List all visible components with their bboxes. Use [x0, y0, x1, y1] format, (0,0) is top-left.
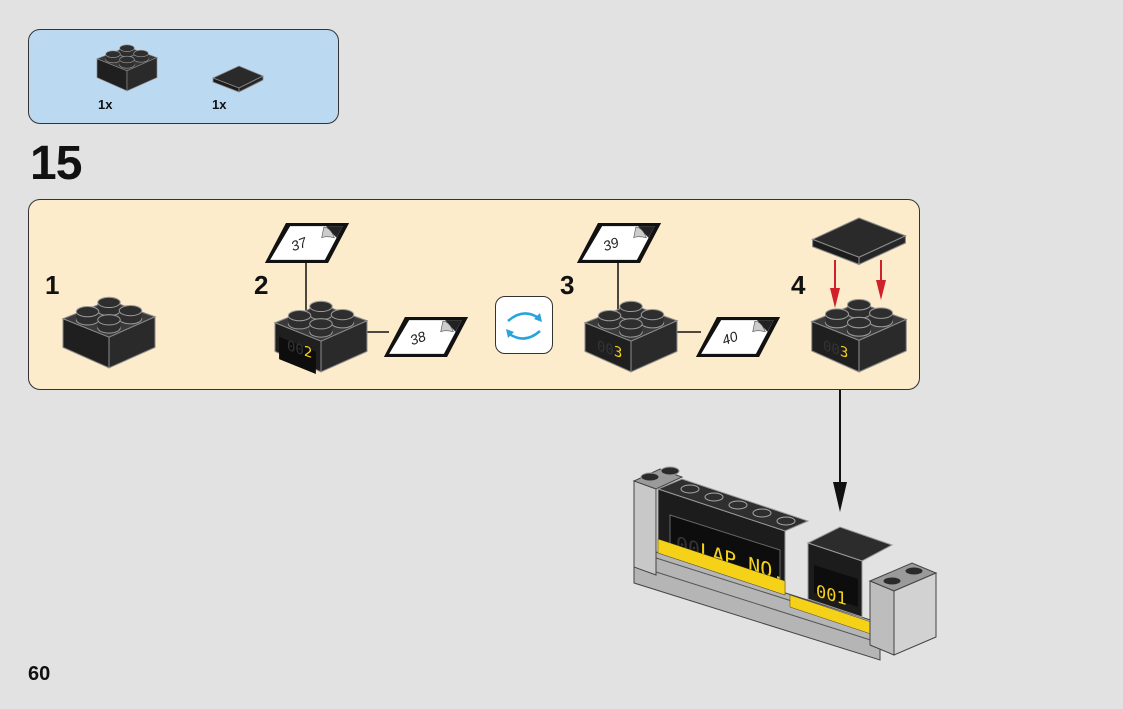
- substep-label-1: 1: [45, 270, 60, 300]
- tile-2x2-falling: [811, 217, 907, 266]
- placement-arrows-red: [830, 260, 886, 308]
- page-number: 60: [28, 663, 51, 685]
- part-qty: 1x: [212, 97, 227, 112]
- step-number: 15: [30, 137, 82, 190]
- substep-label-3: 3: [560, 270, 575, 300]
- parts-list-box: 1x 1x: [28, 29, 339, 124]
- lap-counter-assembly: 00LAP NO. 001: [632, 466, 938, 661]
- substep-label-4: 4: [791, 270, 806, 300]
- part-tile-2x2-black: [211, 65, 264, 93]
- part-qty: 1x: [98, 97, 113, 112]
- substep-panel: 1 2 37 002 38 3 39 003 40 4: [28, 199, 920, 390]
- substep-label-2: 2: [254, 270, 269, 300]
- brick-with-display-substep-2: [274, 300, 368, 375]
- rotate-model-icon: [495, 296, 553, 354]
